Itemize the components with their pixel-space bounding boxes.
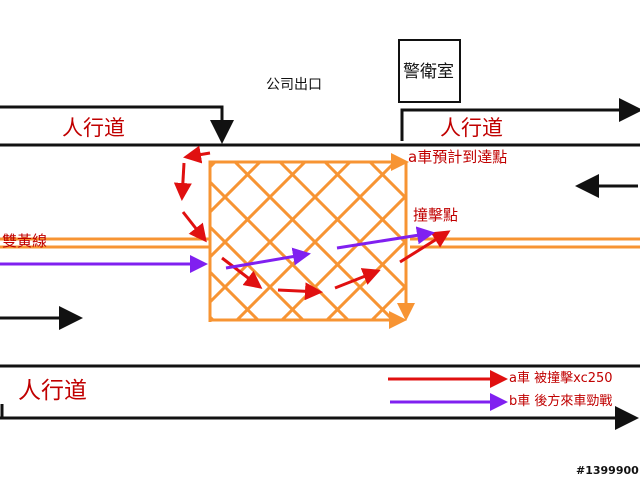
vehicle-a-path [173, 145, 451, 301]
hatch-line [210, 162, 307, 260]
hatch-line [324, 238, 406, 320]
legend-a-label: a車 被撞擊xc250 [509, 371, 613, 386]
sidewalk-top-right-label: 人行道 [440, 116, 503, 140]
hatch-line [368, 162, 406, 201]
guard-room-box [398, 39, 461, 103]
a-expected-point-label: a車預計到達點 [408, 148, 508, 166]
hatch-line [210, 162, 262, 215]
hatch-line [210, 162, 217, 170]
vehicle-b-path [0, 226, 435, 273]
hatch-line [210, 269, 261, 320]
guard-room-label: 警衛室 [403, 62, 454, 82]
double-yellow-label: 雙黃線 [2, 232, 48, 250]
sidewalk-bottom-label: 人行道 [18, 378, 87, 404]
sidewalk-top-left-label: 人行道 [62, 116, 125, 140]
legend-b-label: b車 後方來車勁戰 [509, 394, 613, 409]
road-edges [0, 98, 640, 430]
company-exit-label: 公司出口 [266, 77, 322, 93]
hatch-line [415, 162, 575, 322]
hatch-line [415, 162, 575, 322]
hatch-line [210, 314, 216, 320]
legend-lines [388, 370, 508, 411]
impact-point-label: 撞擊點 [413, 206, 459, 224]
hatch-line [210, 162, 352, 305]
watermark: #1399900 [576, 464, 639, 477]
hatch-line [234, 162, 397, 320]
hatch-line [369, 283, 406, 320]
crosshatch-area [208, 153, 575, 329]
